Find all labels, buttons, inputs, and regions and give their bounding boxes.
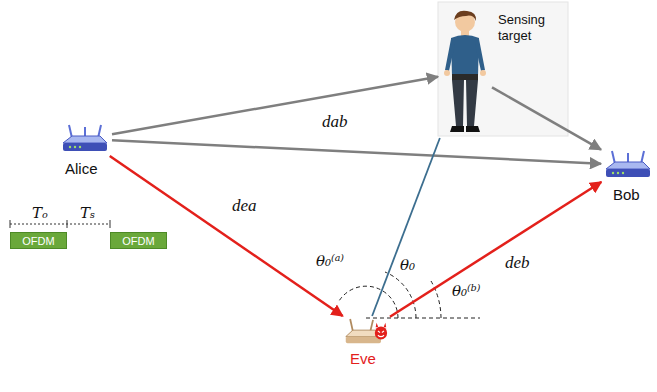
timing-line [10, 224, 110, 225]
signal-path [390, 182, 601, 317]
math-label: Tₛ [80, 204, 95, 222]
timing-tick [10, 220, 11, 228]
device-node: Alice [60, 124, 110, 154]
ofdm-symbol: OFDM [10, 232, 67, 249]
reference-line [366, 318, 480, 319]
target-backdrop [438, 2, 568, 136]
signal-path [372, 138, 440, 316]
eve-router-icon [344, 318, 388, 346]
angle-arc [339, 286, 398, 318]
device-label: Bob [613, 186, 640, 203]
device-node: Eve [344, 318, 388, 346]
timing-tick [110, 220, 111, 228]
math-label: θ₀ [400, 256, 415, 274]
symbol-label: OFDM [122, 235, 154, 247]
distance-label: deb [503, 253, 532, 273]
device-label: Eve [350, 350, 376, 367]
timing-tick [67, 220, 68, 228]
person-figure [440, 8, 490, 136]
router-icon [60, 124, 110, 154]
device-node: Bob [603, 150, 653, 180]
ofdm-symbol: OFDM [110, 232, 167, 249]
device-label: Alice [65, 160, 98, 177]
distance-label: dea [230, 196, 259, 216]
math-label: Tₒ [32, 204, 48, 222]
signal-path [492, 87, 601, 149]
signal-path [112, 77, 438, 134]
symbol-label: OFDM [22, 235, 54, 247]
math-label: θ₀⁽ᵇ⁾ [452, 282, 480, 300]
signal-path [112, 140, 601, 163]
distance-label: dab [320, 112, 350, 132]
signal-path [110, 156, 343, 316]
device-node: Sensing target [440, 8, 490, 136]
device-label: Sensing target [498, 12, 560, 43]
math-label: θ₀⁽ᵃ⁾ [316, 252, 344, 270]
router-icon [603, 150, 653, 180]
